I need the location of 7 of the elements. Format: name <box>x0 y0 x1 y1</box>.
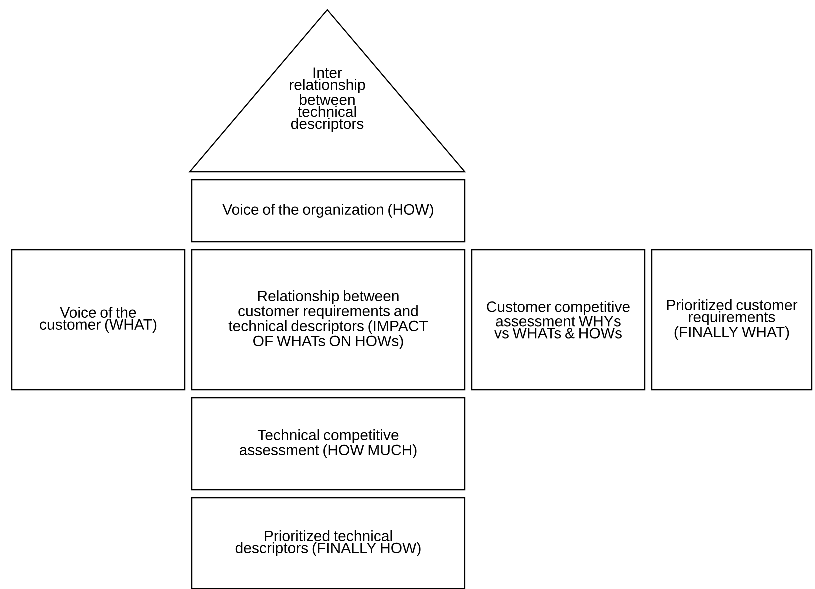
section-box: Prioritized customer requirements (FINALLY WHAT) <box>651 249 813 391</box>
section-box: Voice of the customer (WHAT) <box>11 249 186 391</box>
section-box: Prioritized technical descriptors (FINALLY HOW) <box>191 497 466 589</box>
section-box: Customer competitive assessment WHYs vs WHATs & HOWs <box>471 249 646 391</box>
section-box: Voice of the organization (HOW) <box>191 179 466 243</box>
section-box: Technical competitive assessment (HOW MUCH) <box>191 397 466 491</box>
section-box: Relationship between customer requirements and technical descriptors (IMPACT OF WHATs ON HOWs) <box>191 249 466 391</box>
